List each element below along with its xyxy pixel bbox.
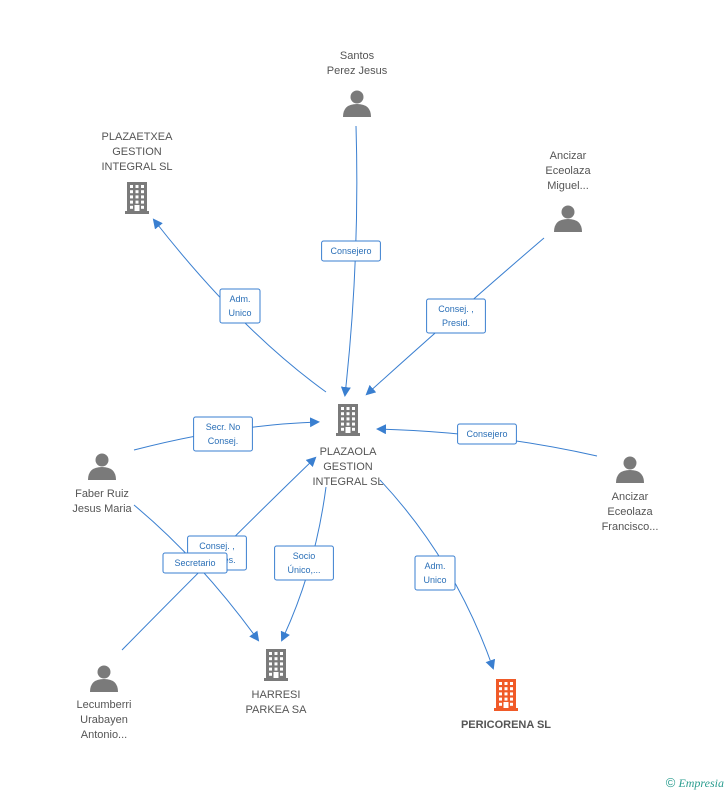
node-label: INTEGRAL SL [312,476,383,488]
person-icon[interactable] [554,205,582,233]
footer: © Empresia [666,775,724,791]
building-icon[interactable] [125,182,149,214]
node-ancizar_miguel[interactable]: AncizarEceolazaMiguel... [545,150,592,233]
node-label: Santos [340,50,375,62]
node-label: Faber Ruiz [75,488,129,500]
edge-label-box [414,555,456,591]
node-plazaola[interactable]: PLAZAOLA GESTION INTEGRAL SL [312,404,384,488]
edge-label-box [162,552,228,574]
edge-label-text: Único,... [287,565,320,575]
building-icon[interactable] [494,679,518,711]
node-label: Urabayen [80,714,128,726]
node-label: Eceolaza [545,165,591,177]
node-label: PERICORENA SL [461,719,551,731]
edge-label-text: Adm. [229,294,250,304]
node-label: PARKEA SA [246,704,308,716]
building-icon[interactable] [264,649,288,681]
node-label: PLAZAOLA [320,446,378,458]
node-label: Ancizar [550,150,587,162]
edge-label-text: Adm. [424,561,445,571]
edge-label-text: Socio [293,551,316,561]
edge-label-santos-to-plazaola[interactable]: Consejero [321,240,381,262]
edge-label-box [219,288,261,324]
person-icon[interactable] [616,456,644,484]
node-label: Francisco... [602,521,659,533]
node-label: GESTION [323,461,373,473]
edge-label-faber-to-plazaola[interactable]: Secr. No Consej. [193,416,253,452]
edge-label-text: Secretario [174,558,215,568]
node-label: Perez Jesus [327,65,388,77]
node-label: INTEGRAL SL [101,161,172,173]
node-label: Eceolaza [607,506,653,518]
edge-label-text: Unico [228,308,251,318]
edge-label-faber-to-harresi[interactable]: Secretario [162,552,228,574]
edge-label-text: Consejero [466,429,507,439]
brand-logo[interactable]: Empresia [678,776,724,790]
person-icon[interactable] [343,90,371,118]
building-icon[interactable] [336,404,360,436]
node-pericorena[interactable]: PERICORENA SL [461,679,551,731]
person-icon[interactable] [90,665,118,693]
node-label: Miguel... [547,180,589,192]
edge-label-plazaola-to-harresi[interactable]: SocioÚnico,... [274,545,334,581]
edge-label-ancizar_miguel-to-plazaola[interactable]: Consej. , Presid. [426,298,486,334]
node-label: PLAZAETXEA [102,131,174,143]
node-label: HARRESI [252,689,301,701]
edge-label-plazaola-to-plazaetxea[interactable]: Adm. Unico [219,288,261,324]
edge-label-text: Secr. No [206,422,241,432]
person-icon[interactable] [88,453,116,481]
node-label: Jesus Maria [72,503,132,515]
edge-label-text: Consej. , [199,541,235,551]
edge-label-box [193,416,253,452]
node-label: Ancizar [612,491,649,503]
edge-label-text: Consej. [208,436,239,446]
edge-label-text: Consej. , [438,304,474,314]
edge-label-text: Consejero [330,246,371,256]
edge-label-box [321,240,381,262]
edge-label-box [274,545,334,581]
node-plazaetxea[interactable]: PLAZAETXEA GESTION INTEGRAL SL [101,131,173,214]
copyright-icon: © [665,775,676,790]
edge-label-text: Unico [423,575,446,585]
node-label: Lecumberri [76,699,131,711]
edge-label-box [426,298,486,334]
edge-label-ancizar_francisco-to-plazaola[interactable]: Consejero [457,423,517,445]
edge-label-plazaola-to-pericorena[interactable]: Adm. Unico [414,555,456,591]
node-label: GESTION [112,146,162,158]
node-harresi[interactable]: HARRESI PARKEA SA [246,649,308,716]
node-label: Antonio... [81,729,127,741]
edge-label-box [457,423,517,445]
node-ancizar_francisco[interactable]: AncizarEceolazaFrancisco... [602,456,659,534]
edge-label-text: Presid. [442,318,470,328]
node-lecumberri[interactable]: LecumberriUrabayenAntonio... [76,665,132,742]
